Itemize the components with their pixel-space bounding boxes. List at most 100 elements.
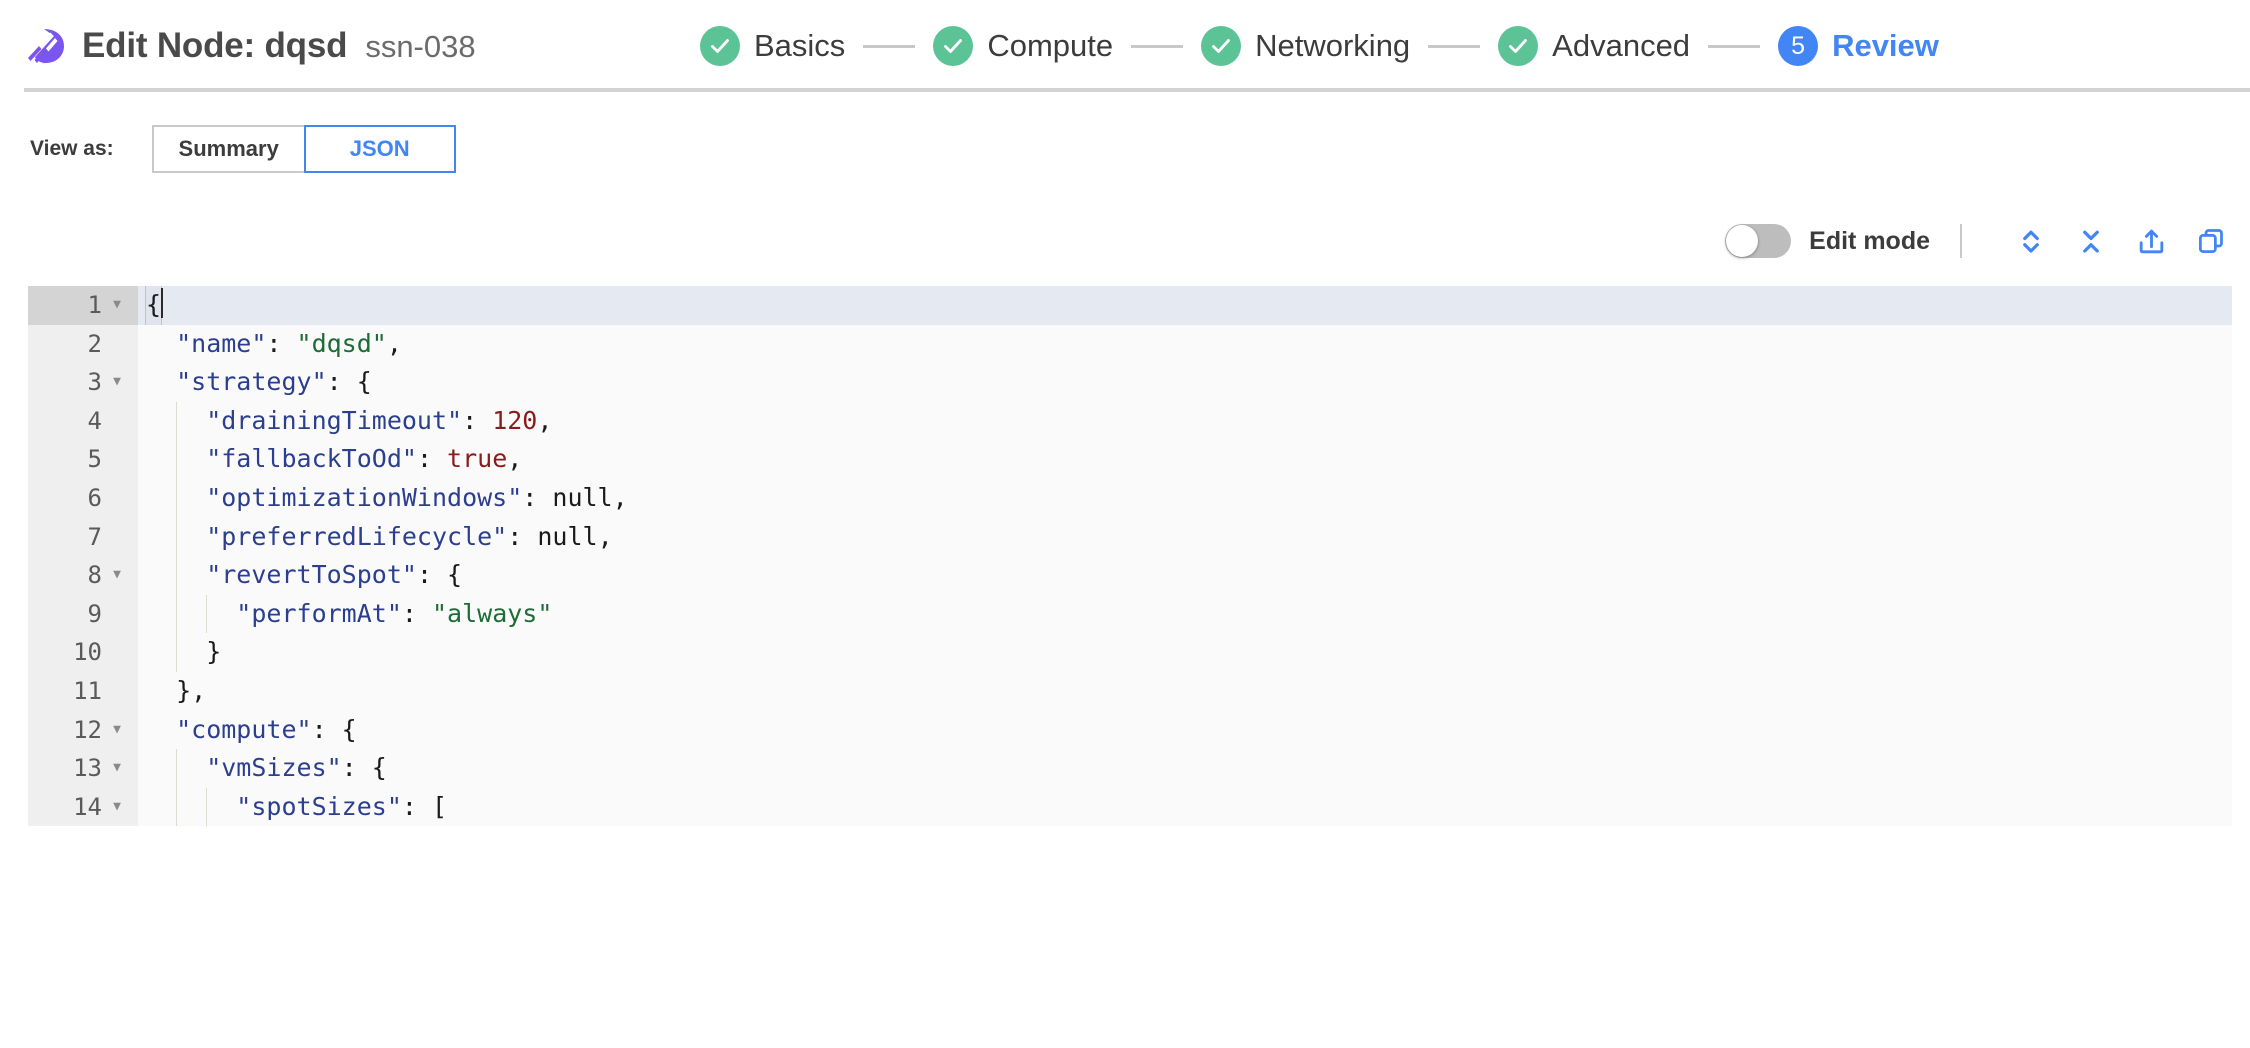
line-number: 9 [87, 599, 102, 628]
step-connector [1428, 44, 1481, 48]
code-content: "drainingTimeout": 120, [138, 401, 2232, 441]
fold-toggle-icon[interactable]: ▼ [113, 798, 121, 814]
code-line[interactable]: 11▼ }, [28, 671, 2232, 711]
code-line[interactable]: 6▼ "optimizationWindows": null, [28, 478, 2232, 518]
spot-logo-icon [24, 24, 68, 68]
title-group: Edit Node: dqsd ssn-038 [82, 26, 476, 66]
token-punct: , [612, 482, 628, 512]
check-icon [1212, 39, 1231, 53]
code-line[interactable]: 10▼ } [28, 633, 2232, 672]
token-punct: , [597, 521, 613, 551]
token-punct: : { [341, 753, 387, 783]
token-key: "optimizationWindows" [146, 482, 523, 512]
expand-all-icon[interactable] [2014, 224, 2048, 258]
token-punct: : [266, 328, 297, 358]
line-gutter: 5▼ [28, 440, 138, 479]
copy-icon[interactable] [2194, 224, 2228, 258]
token-punct: : [507, 521, 538, 551]
code-content: "optimizationWindows": null, [138, 478, 2232, 518]
matched-bracket: { [144, 286, 163, 325]
fold-toggle-icon[interactable]: ▼ [113, 374, 121, 390]
line-gutter: 4▼ [28, 401, 138, 441]
code-content: "performAt": "always" [138, 594, 2232, 634]
header-divider [24, 88, 2250, 92]
line-gutter: 10▼ [28, 633, 138, 672]
step-bullet-networking [1201, 26, 1242, 66]
code-line[interactable]: 14▼ "spotSizes": [ [28, 787, 2232, 826]
check-icon [944, 39, 963, 53]
line-gutter: 9▼ [28, 594, 138, 634]
app-header: Edit Node: dqsd ssn-038 Basics Compute Net… [0, 0, 2250, 92]
fold-toggle-icon[interactable]: ▼ [113, 567, 121, 583]
indent-guide [176, 517, 178, 557]
step-networking[interactable]: Networking [1201, 26, 1410, 66]
step-bullet-review: 5 [1778, 26, 1819, 66]
check-icon [711, 39, 729, 53]
token-punct: : [462, 405, 493, 435]
code-line[interactable]: 4▼ "drainingTimeout": 120, [28, 401, 2232, 441]
token-null: null [552, 482, 613, 512]
view-as-option-json[interactable]: JSON [303, 125, 456, 173]
token-punct: } [146, 637, 222, 667]
code-line[interactable]: 5▼ "fallbackToOd": true, [28, 440, 2232, 479]
step-review[interactable]: 5 Review [1778, 26, 1939, 66]
line-number: 5 [87, 445, 102, 474]
indent-guide [206, 787, 208, 826]
token-key: "performAt" [146, 598, 402, 628]
collapse-all-icon[interactable] [2074, 224, 2108, 258]
token-punct: : [401, 598, 432, 628]
view-as-option-summary[interactable]: Summary [151, 125, 304, 173]
json-code-editor[interactable]: 1▼{2▼ "name": "dqsd",3▼ "strategy": {4▼ … [28, 286, 2232, 826]
token-key: "name" [146, 328, 267, 358]
step-label-basics: Basics [754, 28, 846, 63]
fold-toggle-icon[interactable]: ▼ [113, 721, 121, 737]
code-line[interactable]: 2▼ "name": "dqsd", [28, 324, 2232, 364]
line-number: 8 [87, 561, 102, 590]
indent-guide [176, 633, 178, 672]
step-compute[interactable]: Compute [933, 26, 1113, 66]
token-punct: : [ [401, 791, 448, 821]
code-line[interactable]: 12▼ "compute": { [28, 710, 2232, 750]
step-basics[interactable]: Basics [700, 26, 845, 66]
indent-guide [176, 749, 178, 788]
token-punct: , [386, 328, 402, 358]
fold-toggle-icon[interactable]: ▼ [113, 297, 121, 312]
edit-mode-toggle[interactable] [1725, 224, 1792, 258]
step-connector [1131, 44, 1184, 48]
code-line[interactable]: 9▼ "performAt": "always" [28, 594, 2232, 634]
toolbar-divider [1960, 224, 1962, 258]
line-number: 2 [87, 329, 102, 358]
code-line[interactable]: 7▼ "preferredLifecycle": null, [28, 517, 2232, 557]
token-key: "drainingTimeout" [146, 405, 463, 435]
text-caret [161, 288, 164, 319]
step-label-networking: Networking [1255, 28, 1411, 63]
code-content: { [138, 286, 2232, 325]
view-as-label: View as: [30, 137, 114, 160]
export-icon[interactable] [2134, 224, 2168, 258]
line-number: 12 [73, 715, 102, 744]
code-line[interactable]: 8▼ "revertToSpot": { [28, 556, 2232, 595]
code-content: }, [138, 672, 2232, 711]
code-content: "preferredLifecycle": null, [138, 517, 2232, 557]
editor-toolbar: Edit mode [0, 206, 2250, 276]
step-bullet-basics [700, 26, 740, 66]
line-gutter: 11▼ [28, 671, 138, 711]
token-bool: true [447, 444, 508, 474]
code-line[interactable]: 13▼ "vmSizes": { [28, 749, 2232, 788]
line-number: 6 [87, 483, 102, 512]
token-key: "compute" [146, 714, 312, 744]
step-number: 5 [1791, 31, 1806, 60]
line-gutter: 12 ▼ [28, 710, 138, 750]
code-line[interactable]: 1▼{ [28, 286, 2232, 325]
step-connector [1708, 44, 1761, 48]
page-title: Edit Node: dqsd [82, 26, 348, 65]
fold-toggle-icon[interactable]: ▼ [113, 760, 121, 776]
step-advanced[interactable]: Advanced [1498, 26, 1690, 66]
token-str: "always" [431, 598, 553, 628]
check-icon [1509, 39, 1528, 53]
edit-mode-toggle-knob [1726, 225, 1759, 257]
code-line[interactable]: 3▼ "strategy": { [28, 363, 2232, 402]
step-label-review: Review [1832, 28, 1939, 63]
